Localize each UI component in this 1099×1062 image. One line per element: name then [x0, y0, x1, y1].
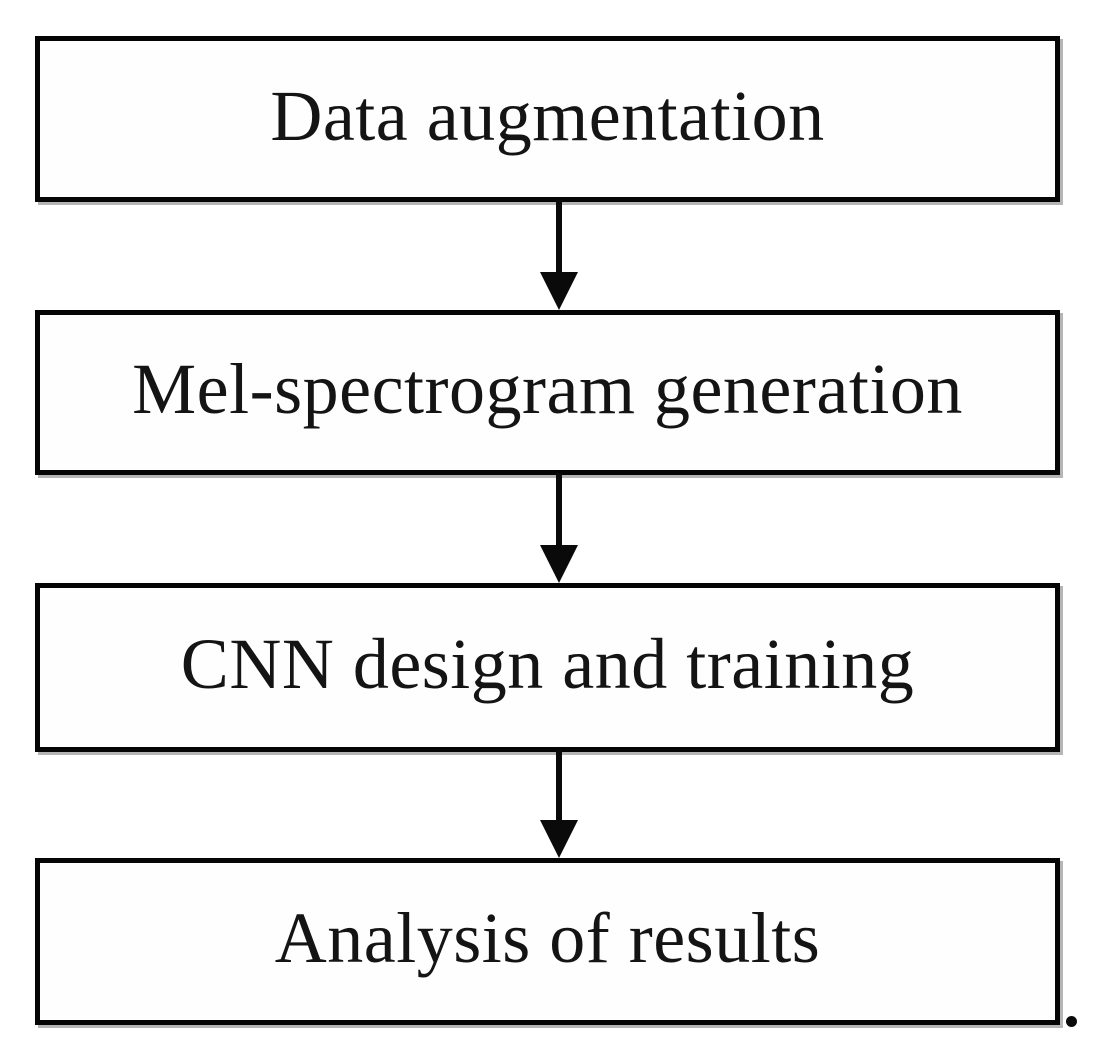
down-arrow-connector-2: [540, 473, 578, 583]
step-label: Data augmentation: [270, 75, 825, 156]
down-arrow-connector-3: [540, 750, 578, 858]
arrow-shaft: [556, 750, 562, 824]
step-box-analysis-of-results: Analysis of results: [35, 858, 1060, 1025]
arrow-shaft: [556, 473, 562, 549]
step-box-mel-spectrogram-generation: Mel-spectrogram generation: [35, 310, 1060, 475]
step-label: Analysis of results: [274, 898, 821, 978]
step-box-data-augmentation: Data augmentation: [35, 36, 1060, 202]
arrow-head-icon: [540, 272, 578, 310]
step-label: CNN design and training: [180, 624, 915, 704]
step-box-cnn-design-and-training: CNN design and training: [35, 583, 1060, 752]
arrow-shaft: [556, 200, 562, 276]
caption-period-dot: .: [1066, 1016, 1077, 1027]
arrow-head-icon: [540, 820, 578, 858]
arrow-head-icon: [540, 545, 578, 583]
step-label: Mel-spectrogram generation: [132, 349, 963, 429]
down-arrow-connector-1: [540, 200, 578, 310]
